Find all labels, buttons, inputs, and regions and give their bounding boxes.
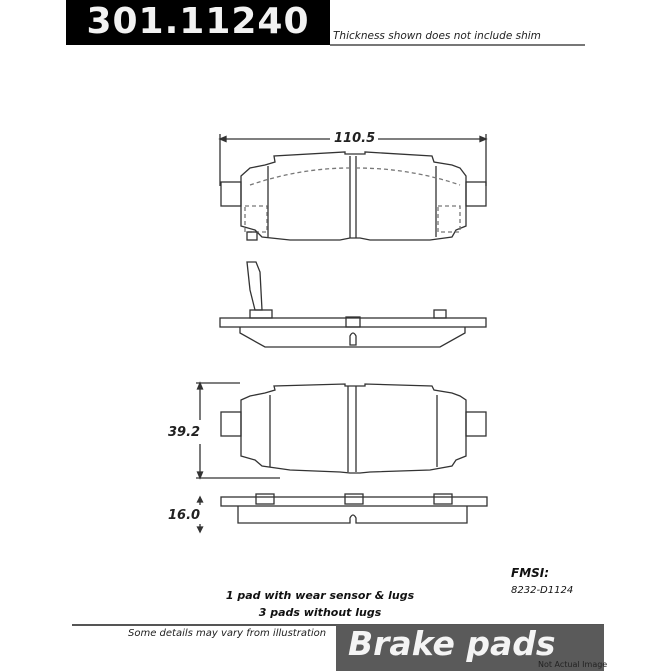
height-dimension <box>196 381 280 480</box>
pad-side-view <box>220 493 488 524</box>
part-number: 301.11240 <box>86 1 310 42</box>
fmsi-value: 8232-D1124 <box>511 585 574 596</box>
disclaimer: Some details may vary from illustration <box>128 628 327 639</box>
width-label: 110.5 <box>334 131 376 146</box>
pad-note-2: 3 pads without lugs <box>258 606 382 619</box>
header-rule <box>330 44 585 46</box>
watermark: Not Actual Image <box>538 660 608 669</box>
fmsi-label: FMSI: <box>511 566 550 580</box>
shim-note: Thickness shown does not include shim <box>333 30 541 42</box>
height-label: 39.2 <box>168 425 201 440</box>
width-dimension <box>218 134 488 186</box>
thickness-label: 16.0 <box>168 508 201 523</box>
pad-side-view-sensor <box>219 261 487 348</box>
category-title: Brake pads <box>348 624 556 663</box>
thickness-dimension <box>196 495 204 534</box>
part-number-box <box>66 0 330 45</box>
pad-top-view <box>220 151 487 241</box>
category-banner <box>336 625 604 671</box>
pad-note-1: 1 pad with wear sensor & lugs <box>225 589 415 602</box>
pad-front-view <box>220 383 487 474</box>
